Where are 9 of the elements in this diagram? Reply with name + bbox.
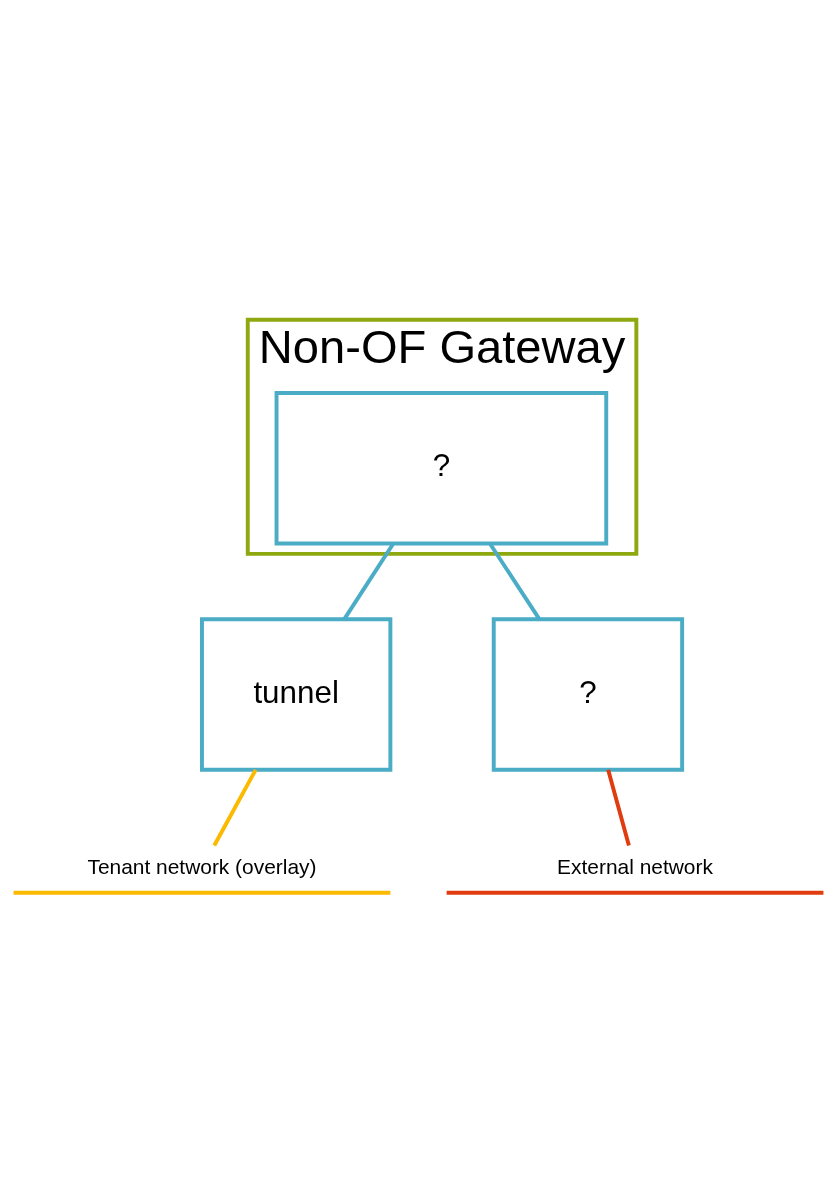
connector bbox=[342, 542, 395, 620]
connector bbox=[488, 542, 541, 620]
node-text: External network bbox=[557, 854, 713, 878]
connector bbox=[606, 768, 631, 846]
node-text: Tenant network (overlay) bbox=[87, 854, 317, 878]
connector bbox=[212, 768, 258, 846]
node-box: ? bbox=[274, 390, 609, 545]
node-box: tunnel bbox=[200, 616, 393, 772]
node-box: ? bbox=[491, 616, 685, 772]
